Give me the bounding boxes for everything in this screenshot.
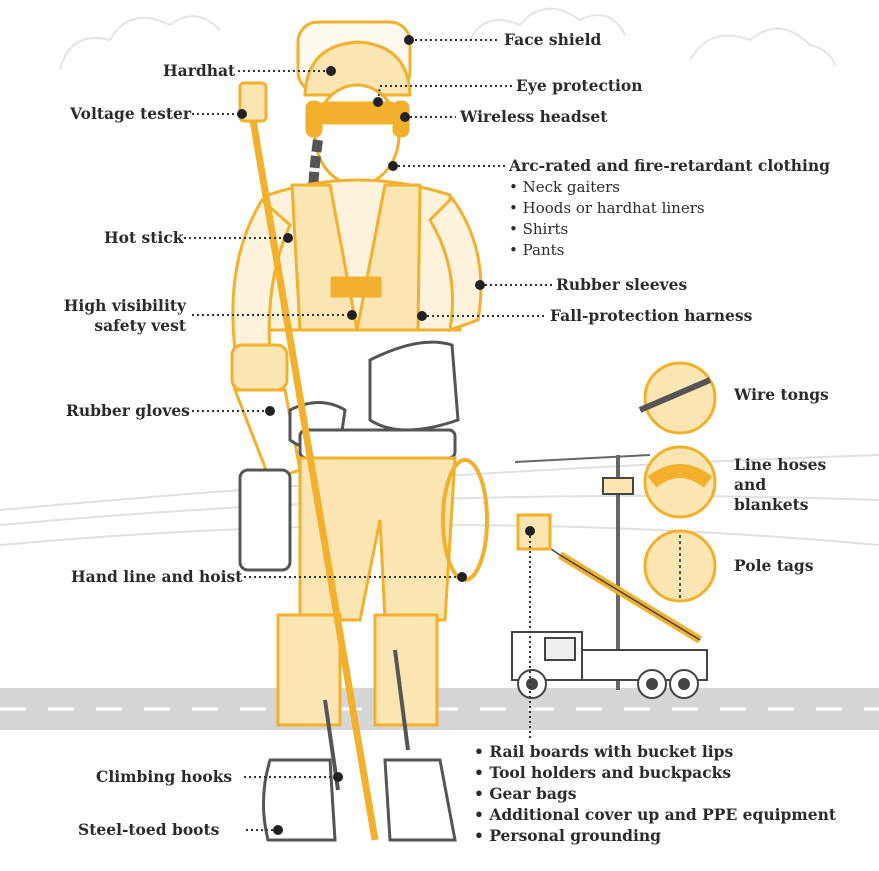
label-hand-line: Hand line and hoist	[71, 568, 242, 586]
bucket-items-list: Rail boards with bucket lipsTool holders…	[474, 741, 836, 846]
label-climbing-hooks: Climbing hooks	[96, 768, 232, 786]
label-rubber-gloves: Rubber gloves	[66, 402, 190, 420]
bucket-item: Additional cover up and PPE equipment	[474, 804, 836, 825]
label-hi-vis-line2: safety vest	[62, 316, 186, 336]
bucket-item: Rail boards with bucket lips	[474, 741, 836, 762]
road	[0, 688, 879, 730]
label-wire-tongs: Wire tongs	[734, 386, 829, 404]
label-eye-protection: Eye protection	[516, 77, 643, 95]
label-face-shield: Face shield	[504, 31, 601, 49]
clothing-item: Shirts	[509, 219, 705, 240]
label-arc-rated-clothing: Arc-rated and fire-retardant clothing	[509, 157, 830, 175]
label-voltage-tester: Voltage tester	[70, 105, 191, 123]
label-hi-vis-vest: High visibility safety vest	[62, 296, 186, 336]
clothing-items-list: Neck gaitersHoods or hardhat linersShirt…	[509, 177, 705, 261]
label-wireless-headset: Wireless headset	[460, 108, 607, 126]
label-rubber-sleeves: Rubber sleeves	[556, 276, 687, 294]
label-pole-tags: Pole tags	[734, 557, 814, 575]
label-fall-protection: Fall-protection harness	[550, 307, 752, 325]
label-line-hoses-2: and	[734, 475, 826, 495]
label-line-hoses: Line hoses and blankets	[734, 455, 826, 515]
label-hardhat: Hardhat	[163, 62, 235, 80]
bucket-item: Personal grounding	[474, 825, 836, 846]
label-hot-stick: Hot stick	[104, 229, 184, 247]
clothing-item: Hoods or hardhat liners	[509, 198, 705, 219]
bucket-item: Tool holders and buckpacks	[474, 762, 836, 783]
clothing-item: Neck gaiters	[509, 177, 705, 198]
label-line-hoses-1: Line hoses	[734, 455, 826, 475]
label-hi-vis-line1: High visibility	[62, 296, 186, 316]
detail-circles	[640, 363, 715, 601]
label-steel-toed-boots: Steel-toed boots	[78, 821, 219, 839]
clothing-item: Pants	[509, 240, 705, 261]
label-line-hoses-3: blankets	[734, 495, 826, 515]
bucket-item: Gear bags	[474, 783, 836, 804]
